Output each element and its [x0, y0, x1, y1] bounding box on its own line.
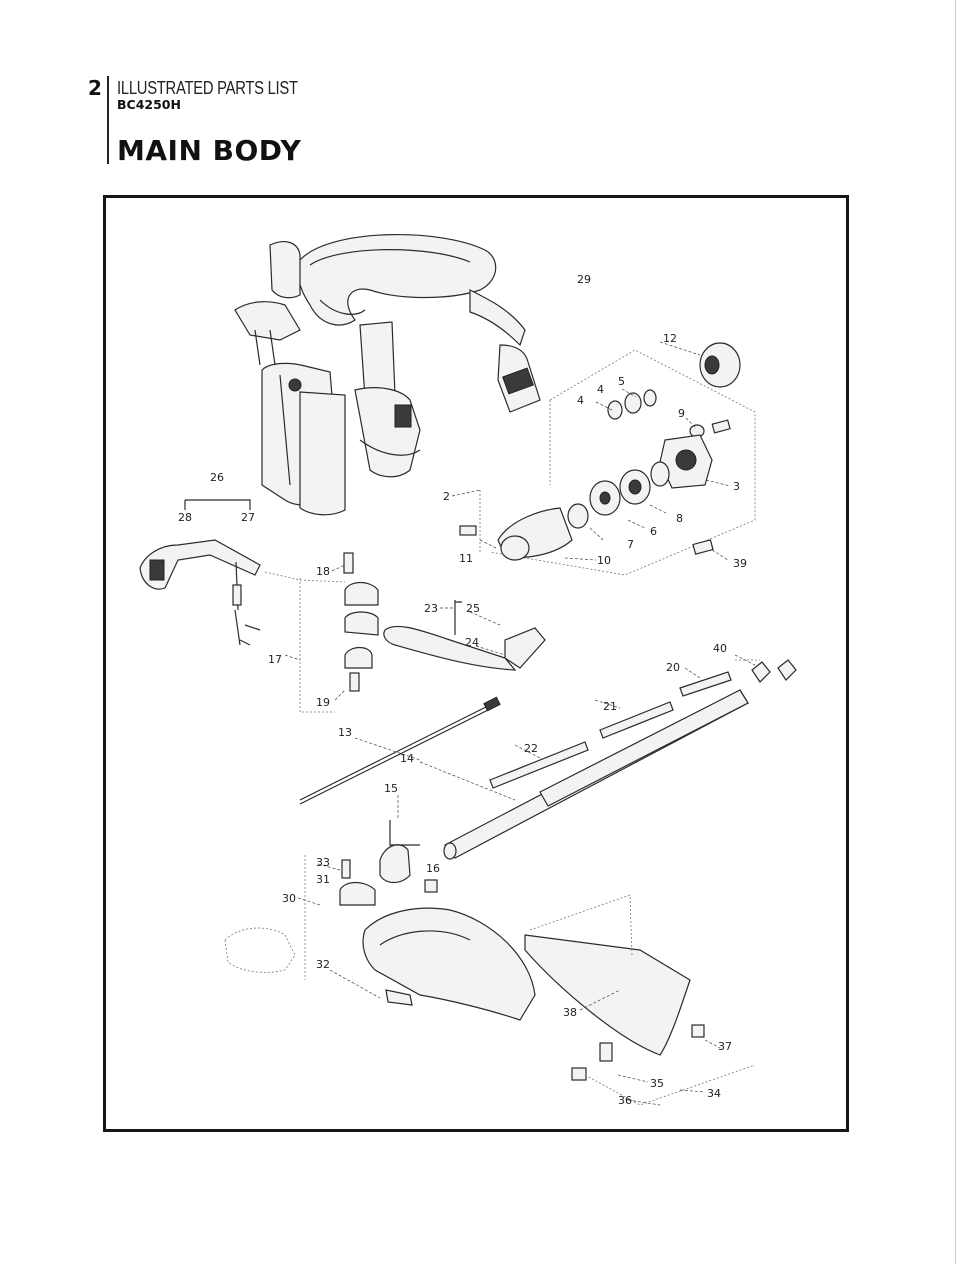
diagram-frame: [103, 195, 849, 1132]
part-label-6: 6: [650, 525, 657, 538]
part-label-36: 36: [618, 1094, 632, 1107]
part-label-32: 32: [316, 958, 330, 971]
part-label-9: 9: [678, 407, 685, 420]
part-label-8: 8: [676, 512, 683, 525]
model-number: BC4250H: [117, 97, 181, 112]
clutch-assembly-drawing: [459, 342, 756, 576]
part-label-26: 26: [210, 471, 224, 484]
part-label-29: 29: [577, 273, 591, 286]
part-label-35: 35: [650, 1077, 664, 1090]
part-label-34: 34: [707, 1087, 721, 1100]
part-label-20: 20: [666, 661, 680, 674]
part-label-28: 28: [178, 511, 192, 524]
part-label-24: 24: [465, 636, 479, 649]
part-label-27: 27: [241, 511, 255, 524]
part-label-2: 2: [443, 490, 450, 503]
handle-bar-drawing: [383, 600, 546, 671]
part-label-3: 3: [733, 480, 740, 493]
guard-assembly-drawing: [224, 855, 756, 1106]
leader-lines: [284, 341, 756, 1106]
header-divider: [107, 76, 109, 164]
part-label-17: 17: [268, 653, 282, 666]
harness-drawing: [234, 233, 541, 516]
part-label-39: 39: [733, 557, 747, 570]
part-label-15: 15: [384, 782, 398, 795]
page-edge-line: [955, 0, 956, 1264]
part-label-4: 4: [597, 383, 604, 396]
part-label-25: 25: [466, 602, 480, 615]
part-label-22: 22: [524, 742, 538, 755]
part-label-12: 12: [663, 332, 677, 345]
part-label-31: 31: [316, 873, 330, 886]
section-title: MAIN BODY: [117, 134, 302, 167]
page-number: 2: [88, 76, 102, 100]
part-label-30: 30: [282, 892, 296, 905]
part-label-40: 40: [713, 642, 727, 655]
part-label-7: 7: [627, 538, 634, 551]
shaft-tube-drawing: [299, 659, 797, 860]
part-label-37: 37: [718, 1040, 732, 1053]
part-label-33: 33: [316, 856, 330, 869]
part-label-21: 21: [603, 700, 617, 713]
part-number-labels: 29 12 5 4 4 9 3 2 8 6 7 11 10 39 26 28 2…: [178, 273, 747, 1107]
throttle-lever-drawing: [139, 499, 346, 646]
handle-bracket-drawing: [299, 552, 379, 713]
shaft-clamp-drawing: [379, 820, 438, 893]
part-label-14: 14: [400, 752, 414, 765]
part-label-5: 5: [618, 375, 625, 388]
document-title: ILLUSTRATED PARTS LIST: [117, 78, 298, 98]
part-label-16: 16: [426, 862, 440, 875]
part-label-10: 10: [597, 554, 611, 567]
part-label-38: 38: [563, 1006, 577, 1019]
part-label-19: 19: [316, 696, 330, 709]
part-label-23: 23: [424, 602, 438, 615]
part-label-13: 13: [338, 726, 352, 739]
part-label-18: 18: [316, 565, 330, 578]
part-label-4: 4: [577, 394, 584, 407]
part-label-11: 11: [459, 552, 473, 565]
